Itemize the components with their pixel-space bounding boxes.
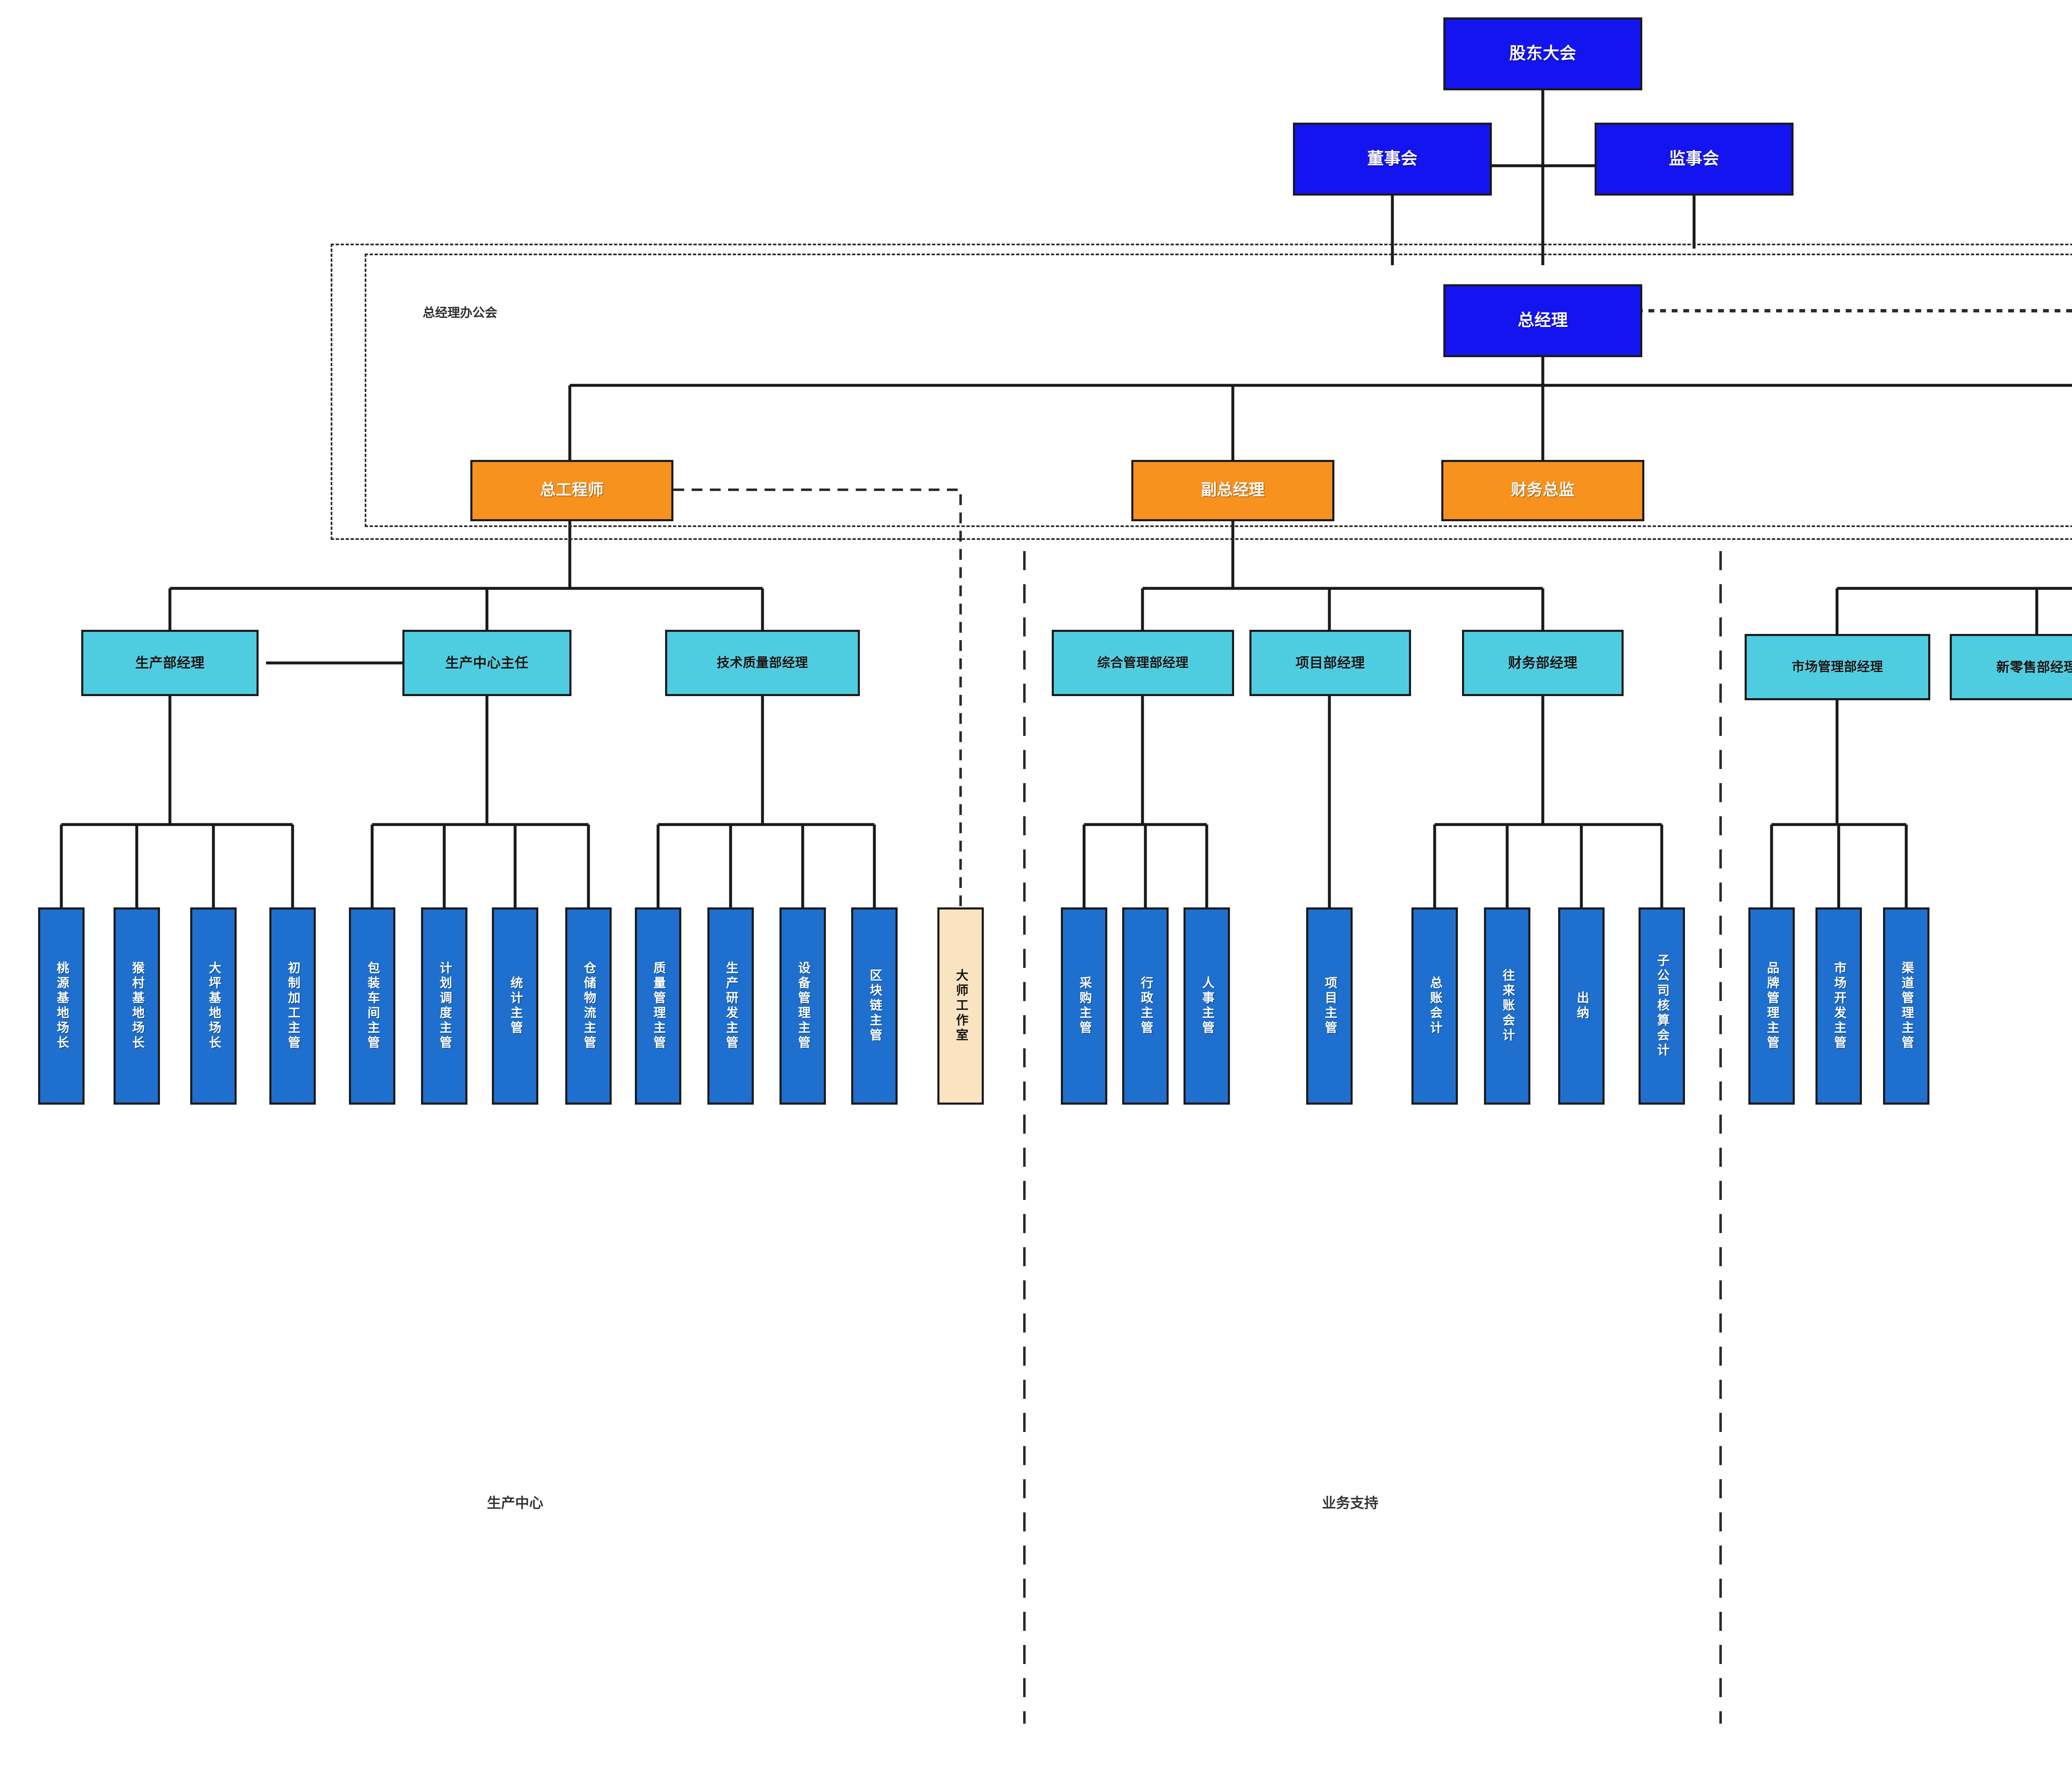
node-production-center-director[interactable]: 生产中心主任 bbox=[402, 630, 571, 696]
node-administration-supervisor[interactable]: 行政主管 bbox=[1122, 907, 1169, 1105]
node-primary-processing-supervisor[interactable]: 初制加工主管 bbox=[269, 907, 316, 1105]
node-equipment-management-supervisor[interactable]: 设备管理主管 bbox=[779, 907, 826, 1105]
node-production-rd-supervisor[interactable]: 生产研发主管 bbox=[707, 907, 754, 1105]
node-project-supervisor[interactable]: 项目主管 bbox=[1306, 907, 1353, 1105]
node-tech-quality-dept-manager[interactable]: 技术质量部经理 bbox=[665, 630, 860, 696]
node-quality-management-supervisor[interactable]: 质量管理主管 bbox=[635, 907, 681, 1105]
node-statistics-supervisor[interactable]: 统计主管 bbox=[492, 907, 538, 1105]
node-finance-dept-manager[interactable]: 财务部经理 bbox=[1462, 630, 1624, 696]
node-project-dept-manager[interactable]: 项目部经理 bbox=[1249, 630, 1411, 696]
node-chief-engineer[interactable]: 总工程师 bbox=[470, 460, 673, 521]
node-board-of-supervisors[interactable]: 监事会 bbox=[1595, 123, 1794, 196]
lane-label-production-center: 生产中心 bbox=[487, 1495, 543, 1511]
node-market-development-supervisor[interactable]: 市场开发主管 bbox=[1815, 907, 1862, 1105]
region-strategy-committee bbox=[331, 244, 2072, 540]
node-general-manager[interactable]: 总经理 bbox=[1443, 284, 1642, 357]
node-cfo[interactable]: 财务总监 bbox=[1441, 460, 1644, 521]
node-ar-ap-accountant[interactable]: 往来账会计 bbox=[1484, 907, 1530, 1105]
node-shareholders-meeting[interactable]: 股东大会 bbox=[1443, 17, 1642, 90]
node-board-of-directors[interactable]: 董事会 bbox=[1293, 123, 1492, 196]
node-procurement-supervisor[interactable]: 采购主管 bbox=[1061, 907, 1107, 1105]
node-warehouse-logistics-supervisor[interactable]: 仓储物流主管 bbox=[565, 907, 612, 1105]
node-blockchain-supervisor[interactable]: 区块链主管 bbox=[851, 907, 898, 1105]
node-subsidiary-accountant[interactable]: 子公司核算会计 bbox=[1639, 907, 1685, 1105]
node-production-dept-manager[interactable]: 生产部经理 bbox=[81, 630, 259, 696]
node-packaging-workshop-supervisor[interactable]: 包装车间主管 bbox=[349, 907, 395, 1105]
node-market-admin-dept-manager[interactable]: 市场管理部经理 bbox=[1745, 634, 1930, 700]
node-cashier[interactable]: 出纳 bbox=[1558, 907, 1605, 1105]
lane-label-business-support: 业务支持 bbox=[1322, 1495, 1378, 1511]
node-planning-scheduling-supervisor[interactable]: 计划调度主管 bbox=[421, 907, 467, 1105]
node-channel-management-supervisor[interactable]: 渠道管理主管 bbox=[1883, 907, 1929, 1105]
node-hr-supervisor[interactable]: 人事主管 bbox=[1184, 907, 1230, 1105]
node-general-admin-dept-manager[interactable]: 综合管理部经理 bbox=[1052, 630, 1234, 696]
node-deputy-general-manager-ops[interactable]: 副总经理 bbox=[1131, 460, 1334, 521]
node-general-ledger-accountant[interactable]: 总账会计 bbox=[1411, 907, 1458, 1105]
node-taoyuan-base-chief[interactable]: 桃源基地场长 bbox=[38, 907, 85, 1105]
node-brand-management-supervisor[interactable]: 品牌管理主管 bbox=[1748, 907, 1795, 1105]
node-master-studio[interactable]: 大师工作室 bbox=[937, 907, 984, 1105]
node-daping-base-chief[interactable]: 大坪基地场长 bbox=[190, 907, 237, 1105]
region-gm-office bbox=[365, 254, 2072, 527]
region-gm-office-label: 总经理办公会 bbox=[423, 306, 497, 320]
node-houcun-base-chief[interactable]: 猴村基地场长 bbox=[114, 907, 160, 1105]
node-new-retail-dept-manager[interactable]: 新零售部经理 bbox=[1950, 634, 2072, 700]
